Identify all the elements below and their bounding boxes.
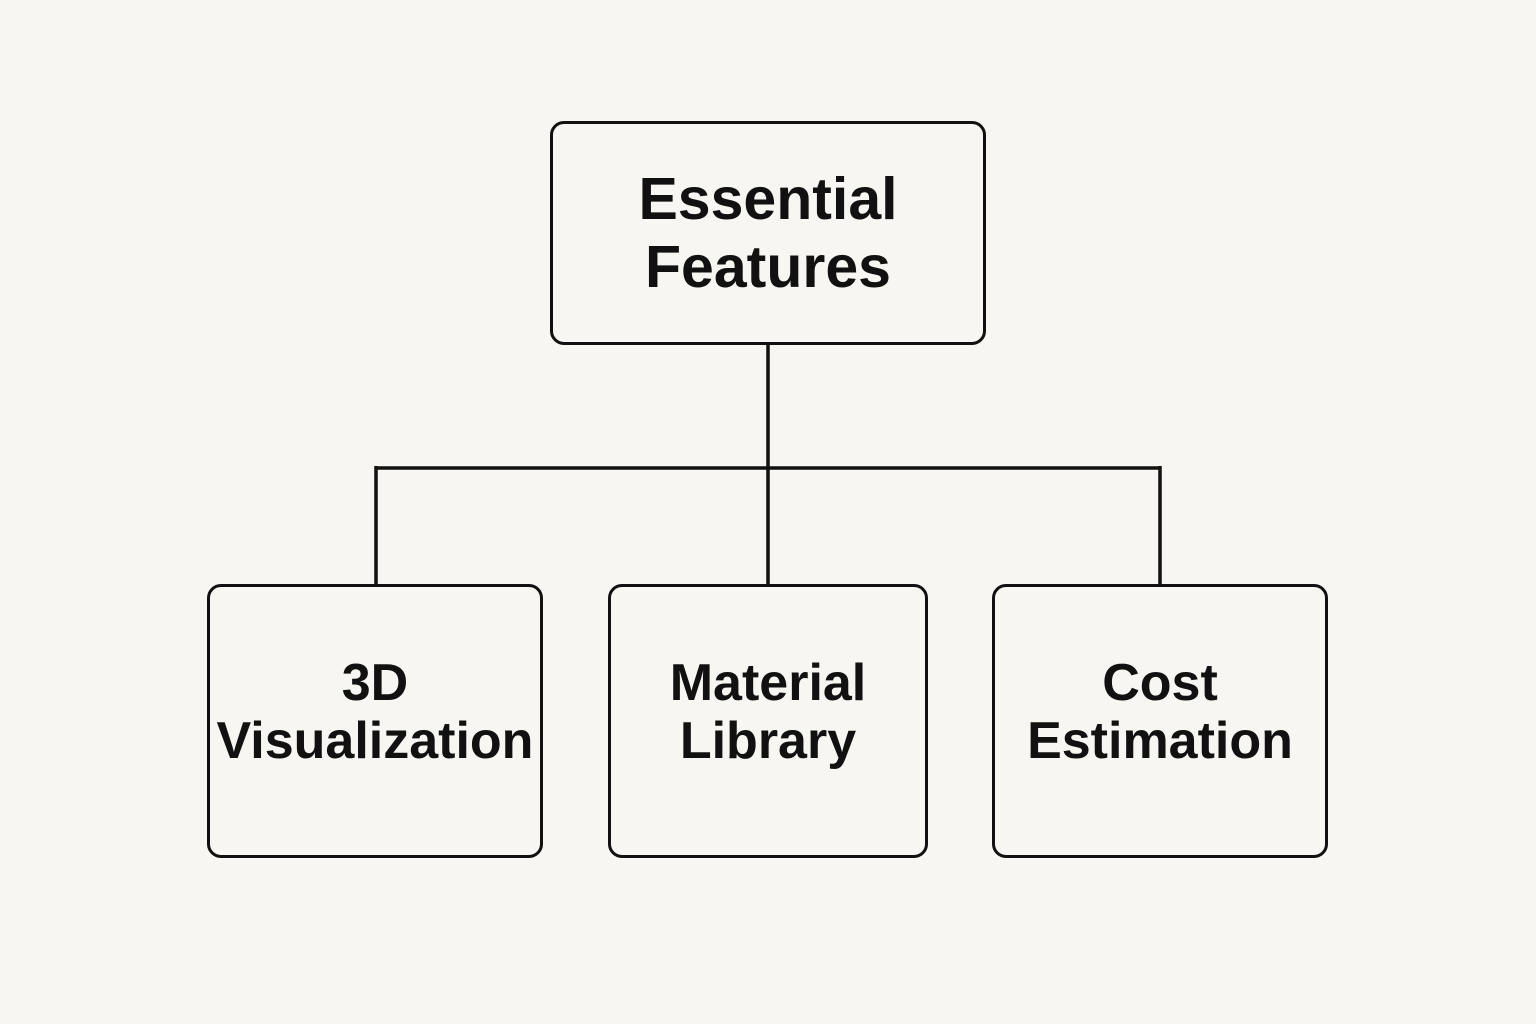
child-node-label-line-1: Material xyxy=(669,654,867,712)
child-node-label-line-2: Estimation xyxy=(1027,712,1293,770)
root-node-label: Essential Features xyxy=(638,165,897,301)
child-node-label-line-2: Visualization xyxy=(216,712,534,770)
child-node-label: Material Library xyxy=(670,654,867,770)
child-node-material-library: Material Library xyxy=(608,584,928,858)
child-node-label-line-1: 3D xyxy=(341,654,409,712)
root-node-label-line-2: Features xyxy=(645,234,891,300)
child-node-label-line-1: Cost xyxy=(1102,654,1218,712)
root-node-label-line-1: Essential xyxy=(638,166,898,232)
child-node-label: 3D Visualization xyxy=(217,654,534,770)
child-node-cost-estimation: Cost Estimation xyxy=(992,584,1328,858)
root-node-essential-features: Essential Features xyxy=(550,121,986,345)
child-node-label-line-2: Library xyxy=(679,712,857,770)
child-node-label: Cost Estimation xyxy=(1027,654,1293,770)
child-node-3d-visualization: 3D Visualization xyxy=(207,584,543,858)
